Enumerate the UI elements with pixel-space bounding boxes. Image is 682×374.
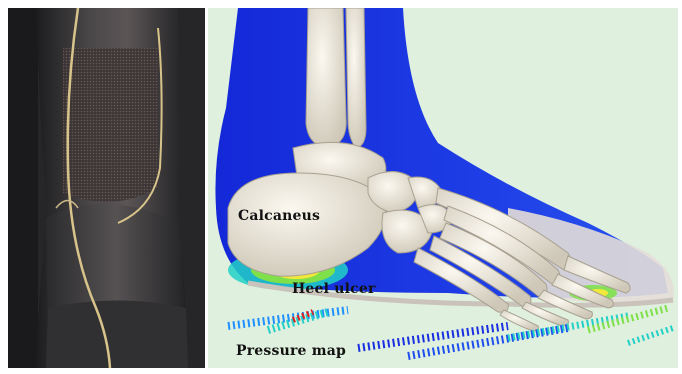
fibula-bone [346, 8, 366, 148]
foot-model-illustration: Calcaneus Heel ulcer Pressure map [208, 8, 678, 368]
foot-bones-pressure-graphic [208, 8, 678, 368]
heel-ulcer-label: Heel ulcer [292, 281, 376, 297]
calcaneus-label: Calcaneus [238, 208, 320, 224]
tibia-bone [306, 8, 346, 148]
pressure-map-label: Pressure map [236, 343, 346, 359]
heel-stocking-image [8, 8, 205, 368]
stocking-photo [8, 8, 205, 368]
